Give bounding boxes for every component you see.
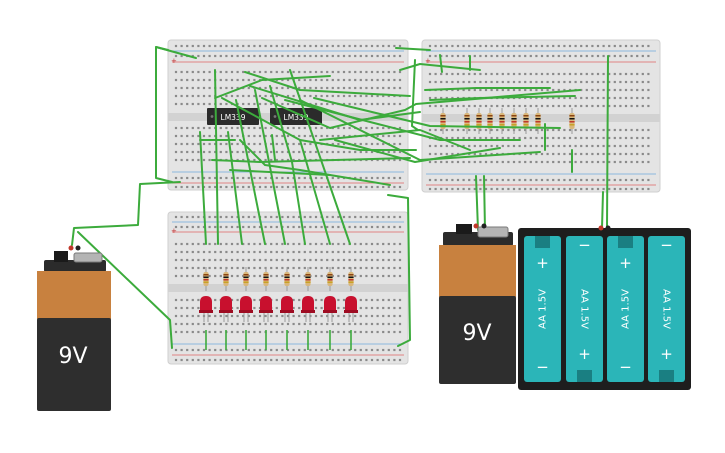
aa-cell: + − AA 1.5V <box>566 236 603 382</box>
lm339-chip-2: LM339 <box>270 108 322 125</box>
cell-plus-mark: + <box>660 345 673 363</box>
cell-minus-mark: − <box>660 236 673 254</box>
led-red <box>219 296 233 322</box>
resistor <box>223 267 229 291</box>
led-red <box>301 296 315 322</box>
led-red <box>280 296 294 322</box>
cell-plus-mark: + <box>536 254 549 272</box>
rail-plus-mark: + <box>171 57 177 65</box>
led-row <box>199 296 358 322</box>
led-red <box>323 296 337 322</box>
led-ground-jumpers <box>205 330 352 350</box>
cell-label: AA 1.5V <box>661 289 672 329</box>
led-red <box>199 296 213 322</box>
resistor <box>348 267 354 291</box>
resistor <box>487 108 493 134</box>
aa-cell: + − AA 1.5V <box>648 236 685 382</box>
rail-plus-mark: + <box>425 57 431 65</box>
chip-label: LM339 <box>221 113 246 122</box>
breadboard-holes <box>174 215 402 362</box>
lm339-chip-1: LM339 <box>207 108 259 125</box>
chip-label: LM339 <box>284 113 309 122</box>
aa-cell: + − AA 1.5V <box>524 236 561 382</box>
resistor <box>305 267 311 291</box>
resistor-row-lower <box>203 267 354 291</box>
resistor <box>464 108 470 134</box>
resistor <box>243 267 249 291</box>
led-red <box>259 296 273 322</box>
breadboard-bottom-left: + <box>167 211 409 365</box>
cell-minus-mark: − <box>536 358 549 376</box>
resistor <box>327 267 333 291</box>
aa-battery-holder: + − AA 1.5V + − AA 1.5V + − AA 1.5V + − AA 1.5V <box>518 225 691 390</box>
cell-plus-mark: + <box>578 345 591 363</box>
battery-label: 9V <box>462 321 491 346</box>
cell-label: AA 1.5V <box>621 289 632 329</box>
resistor <box>440 108 446 134</box>
resistor <box>535 108 541 134</box>
resistor <box>499 108 505 134</box>
rail-plus-mark: + <box>171 227 177 235</box>
wires <box>71 46 609 349</box>
battery-9v-left: 9V <box>37 245 111 411</box>
resistor-row-right <box>440 108 575 134</box>
aa-cell: + − AA 1.5V <box>607 236 644 382</box>
resistor <box>263 267 269 291</box>
resistor <box>284 267 290 291</box>
battery-label: 9V <box>58 344 87 369</box>
resistor <box>203 267 209 291</box>
cell-minus-mark: − <box>578 236 591 254</box>
cell-plus-mark: + <box>619 254 632 272</box>
resistor <box>511 108 517 134</box>
cell-label: AA 1.5V <box>538 289 549 329</box>
led-red <box>239 296 253 322</box>
led-red <box>344 296 358 322</box>
cell-label: AA 1.5V <box>579 289 590 329</box>
breadboard-top-right: + <box>421 39 661 193</box>
aa-cells: + − AA 1.5V + − AA 1.5V + − AA 1.5V + − AA 1.5V <box>524 236 685 382</box>
breadboard-holes <box>428 44 650 191</box>
resistor <box>569 108 575 134</box>
battery-9v-right: 9V <box>439 223 516 384</box>
resistor <box>476 108 482 134</box>
cell-minus-mark: − <box>619 358 632 376</box>
resistor <box>523 108 529 134</box>
